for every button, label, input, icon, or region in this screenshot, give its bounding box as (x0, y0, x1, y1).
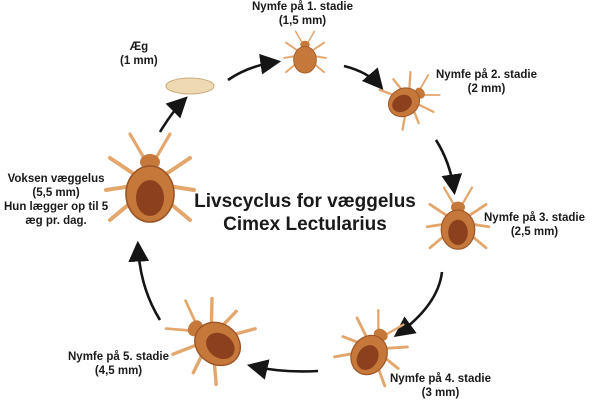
label-line: (2 mm) (467, 83, 506, 95)
bedbug-nymph-1-icon (283, 30, 327, 74)
label-line: (2,5 mm) (510, 226, 559, 238)
label-line: Nymfe på 2. stadie (436, 69, 537, 81)
label-line: Nymfe på 3. stadie (484, 212, 585, 224)
arrow-egg-to-nymph-1 (227, 53, 282, 82)
arrow-nymph-4-to-nymph-5 (246, 359, 319, 380)
label-nymph-3: Nymfe på 3. stadie (2,5 mm) (484, 211, 585, 239)
label-line: (4,5 mm) (94, 365, 143, 377)
label-nymph-5: Nymfe på 5. stadie (4,5 mm) (68, 350, 169, 378)
egg-icon (165, 77, 215, 95)
bedbug-adult-icon (104, 132, 196, 223)
label-adult: Voksen væggelus (5,5 mm) Hun lægger op t… (4, 172, 108, 228)
label-line: Nymfe på 5. stadie (68, 351, 169, 363)
diagram-title: Livscyclus for væggelus Cimex Lectulariu… (170, 190, 440, 236)
label-line: Nymfe på 4. stadie (390, 373, 491, 385)
label-line: (3 mm) (421, 387, 460, 399)
label-line: Voksen væggelus (7, 173, 105, 185)
label-nymph-1: Nymfe på 1. stadie (1,5 mm) (252, 0, 353, 28)
label-line: (1 mm) (120, 55, 158, 67)
arrow-nymph-1-to-nymph-2 (343, 64, 384, 90)
bedbug-nymph-4-icon (333, 308, 409, 388)
arrow-nymph-5-to-adult (128, 240, 162, 321)
bedbug-nymph-2-icon (378, 70, 441, 131)
label-egg: Æg (1 mm) (120, 40, 158, 68)
bedbug-nymph-5-icon (164, 296, 257, 387)
label-line: Æg (129, 41, 149, 53)
arrow-nymph-2-to-nymph-3 (434, 139, 463, 196)
label-line: (1,5 mm) (278, 15, 327, 27)
title-line-1: Livscyclus for væggelus (194, 191, 416, 212)
label-nymph-4: Nymfe på 4. stadie (3 mm) (390, 372, 491, 400)
title-line-2: Cimex Lectularius (223, 214, 387, 235)
label-line: æg pr. dag. (25, 215, 87, 227)
bedbug-nymph-3-icon (425, 186, 491, 250)
label-nymph-2: Nymfe på 2. stadie (2 mm) (436, 68, 537, 96)
label-line: (5,5 mm) (32, 187, 80, 199)
arrow-nymph-3-to-nymph-4 (393, 271, 444, 338)
label-line: Hun lægger op til 5 (4, 201, 109, 213)
arrow-adult-to-egg (158, 96, 188, 133)
label-line: Nymfe på 1. stadie (252, 1, 353, 13)
